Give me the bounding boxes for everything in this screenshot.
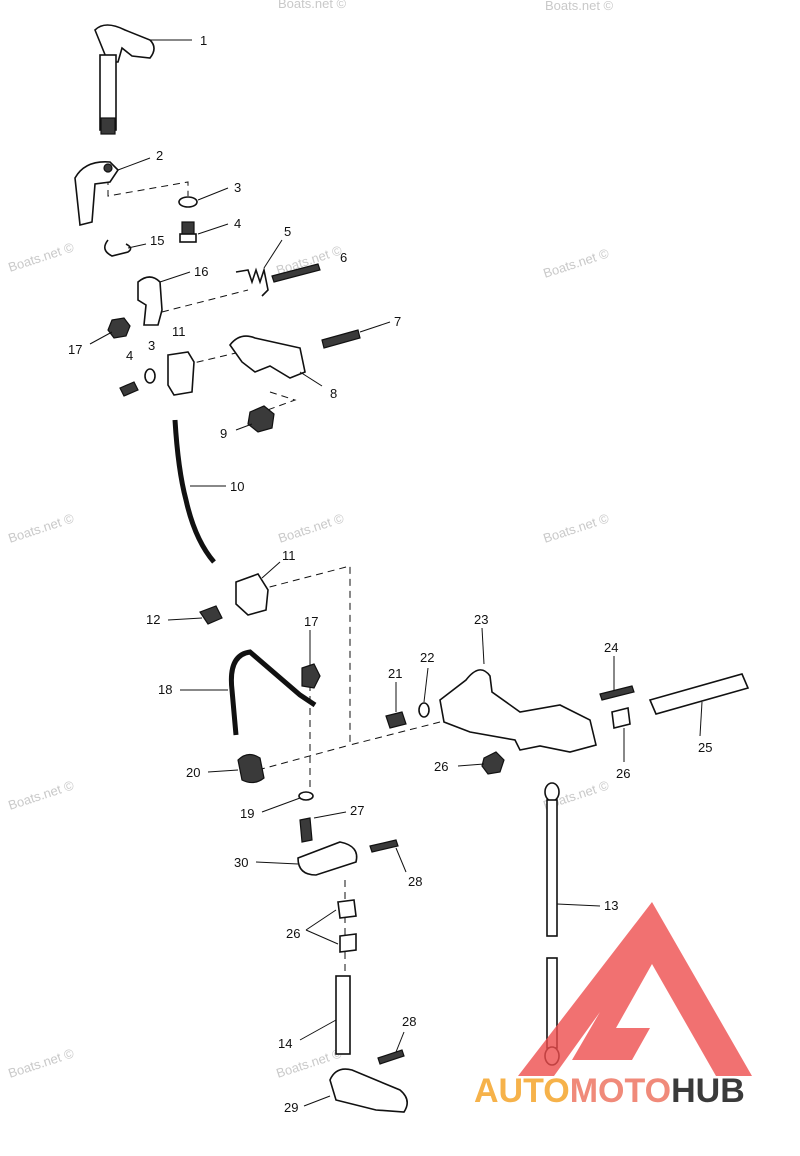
part-8-lever-arm (229, 335, 306, 379)
part-12-screw (199, 605, 223, 625)
watermark: Boats.net © (541, 510, 611, 545)
part-11-lower-link-block (235, 573, 269, 616)
part-26-nut-small (481, 751, 505, 775)
part-17-nut (107, 317, 131, 339)
watermark: Boats.net © (6, 239, 76, 274)
logo-triangle-icon (518, 902, 752, 1076)
callout-26: 26 (616, 766, 630, 781)
watermark: Boats.net © (545, 0, 614, 13)
part-20-sleeve (237, 753, 265, 784)
part-25-shaft (648, 673, 750, 715)
callout-12: 12 (146, 612, 160, 627)
part-29-lever (329, 1068, 408, 1113)
callout-1: 1 (200, 33, 207, 48)
part-7-stud (321, 329, 361, 349)
part-14-shaft (335, 975, 351, 1055)
logo-text-moto: MOTO (570, 1072, 671, 1110)
part-5-spring (235, 263, 321, 297)
callout-17: 17 (68, 342, 82, 357)
part-3-washer (178, 196, 198, 208)
callout-16: 16 (194, 264, 208, 279)
part-26-bushing-right (611, 707, 631, 729)
part-28-pin-upper (369, 839, 399, 853)
callout-15: 15 (150, 233, 164, 248)
watermark: Boats.net © (541, 245, 611, 280)
watermark: Boats.net © (276, 510, 346, 545)
callout-10: 10 (230, 479, 244, 494)
part-26-bushing-lower (339, 933, 357, 953)
part-21-screw (385, 711, 407, 729)
svg-text:AUTOMOTOHUB: AUTOMOTOHUB (474, 1072, 745, 1110)
callout-17: 17 (304, 614, 318, 629)
part-27-stud (299, 817, 313, 843)
logo-text-auto: AUTO (474, 1072, 570, 1110)
leader-lines (89, 39, 703, 1107)
callout-26: 26 (434, 759, 448, 774)
callout-18: 18 (158, 682, 172, 697)
part-30-lever (297, 841, 358, 876)
part-4-screw (179, 221, 197, 243)
callout-26: 26 (286, 926, 300, 941)
callout-4: 4 (126, 348, 133, 363)
callout-3: 3 (148, 338, 155, 353)
callout-4: 4 (234, 216, 241, 231)
part-26-bushing-upper (337, 899, 357, 919)
part-24-pin (599, 685, 635, 701)
callout-20: 20 (186, 765, 200, 780)
callout-25: 25 (698, 740, 712, 755)
part-15-clip (104, 239, 132, 257)
callout-29: 29 (284, 1100, 298, 1115)
callout-13: 13 (604, 898, 618, 913)
part-10-shift-rod (172, 419, 216, 564)
callout-14: 14 (278, 1036, 292, 1051)
callout-30: 30 (234, 855, 248, 870)
callout-19: 19 (240, 806, 254, 821)
part-13-rod (544, 782, 560, 1066)
part-19-washer (298, 791, 314, 801)
part-11-link-block (167, 351, 195, 396)
callout-11: 11 (282, 548, 296, 563)
watermark: Boats.net © (6, 510, 76, 545)
callout-28: 28 (408, 874, 422, 889)
callout-11: 11 (172, 324, 186, 339)
callout-numbers: 1 2 3 4 5 6 15 16 7 17 4 3 11 8 9 10 11 … (68, 33, 712, 1115)
part-22-washer (418, 702, 430, 718)
callout-22: 22 (420, 650, 434, 665)
callout-7: 7 (394, 314, 401, 329)
callout-9: 9 (220, 426, 227, 441)
callout-23: 23 (474, 612, 488, 627)
part-17-nut-lower (301, 663, 321, 689)
part-4-screw-small (119, 381, 139, 397)
callout-6: 6 (340, 250, 347, 265)
part-28-pin-lower (377, 1049, 405, 1065)
part-3-washer-small (144, 368, 156, 384)
callout-8: 8 (330, 386, 337, 401)
part-1-shift-shaft (94, 24, 155, 135)
callout-2: 2 (156, 148, 163, 163)
part-9-nut (247, 405, 275, 433)
watermark: Boats.net © (6, 1045, 76, 1080)
callout-27: 27 (350, 803, 364, 818)
callout-28: 28 (402, 1014, 416, 1029)
callout-24: 24 (604, 640, 618, 655)
watermark: Boats.net © (278, 0, 347, 11)
assembly-dash-lines (107, 178, 441, 980)
callout-5: 5 (284, 224, 291, 239)
callout-3: 3 (234, 180, 241, 195)
parts (74, 24, 750, 1113)
automotohub-logo: AUTOMOTOHUB (474, 902, 752, 1110)
watermark: Boats.net © (6, 777, 76, 812)
logo-text-hub: HUB (671, 1072, 745, 1110)
part-2-lever (74, 161, 120, 226)
part-23-bellcrank (439, 669, 597, 753)
part-16-bracket (137, 276, 163, 326)
callout-21: 21 (388, 666, 402, 681)
part-18-bent-rod (228, 649, 317, 736)
